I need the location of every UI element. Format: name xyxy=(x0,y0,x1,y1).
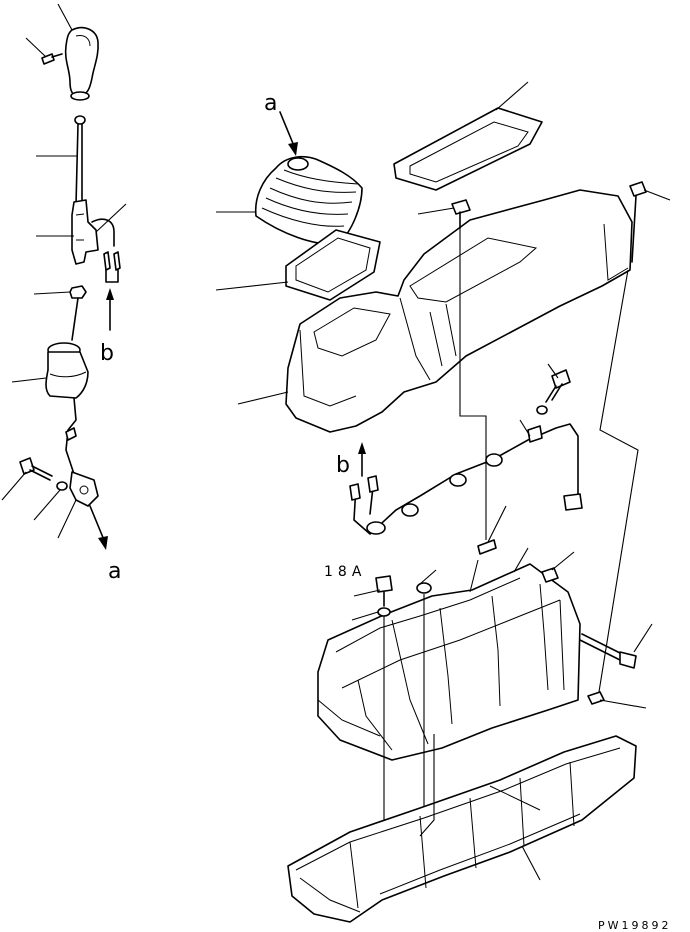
leader-linkage-washer xyxy=(33,489,61,521)
console-side-bolt xyxy=(629,181,647,263)
console-upper-bolt xyxy=(451,199,471,229)
linkage-washer xyxy=(56,481,68,491)
leader-frame-bolt-right xyxy=(633,623,653,653)
frame-clip-right xyxy=(587,691,605,705)
leader-base-frame xyxy=(513,547,529,573)
console-upper xyxy=(285,189,633,433)
console-bottom-cover xyxy=(287,735,637,923)
leader-lever-boot xyxy=(11,377,47,383)
leader-upper-bolt xyxy=(417,207,455,215)
frame-bolt-right xyxy=(579,633,637,669)
console-lid xyxy=(393,107,543,191)
frame-nut xyxy=(541,567,559,583)
leader-upper-bolt-path xyxy=(459,228,487,540)
leader-side-bolt xyxy=(643,189,671,201)
leader-wire-harness xyxy=(519,419,531,437)
leader-bottom-cover-path xyxy=(419,734,435,837)
fuse-rating-label: 18A xyxy=(324,564,366,580)
leader-clip xyxy=(487,505,507,543)
leader-knob-screw xyxy=(25,37,47,58)
leader-frame-nut xyxy=(551,551,575,571)
boot-frame xyxy=(285,229,381,301)
lever-nut xyxy=(69,285,87,299)
ref-label-a-top: a xyxy=(264,91,277,116)
leader-console-lid xyxy=(495,81,529,111)
linkage-bolt xyxy=(19,457,53,481)
leader-console-upper xyxy=(237,391,289,405)
leader-frame-bolt xyxy=(353,589,381,597)
leader-knob xyxy=(57,3,73,31)
leader-boot-frame xyxy=(215,281,289,291)
leader-lever-switch xyxy=(95,203,127,233)
shift-boot xyxy=(254,155,363,245)
leader-bottom-cover xyxy=(521,845,541,881)
leader-harness-bolt xyxy=(547,363,559,379)
leader-lever-nut xyxy=(33,291,71,295)
ref-label-a-bottom: a xyxy=(108,559,121,584)
ref-arrow-b-left xyxy=(106,288,114,331)
leader-frame-clip xyxy=(599,699,647,709)
ref-label-b-left: b xyxy=(100,341,114,366)
frame-grommet xyxy=(416,582,432,594)
leader-side-bolt-path xyxy=(597,269,639,699)
console-base-frame xyxy=(317,559,581,761)
knob-screw xyxy=(41,53,63,65)
lever-linkage xyxy=(65,397,99,507)
leader-frame-grommet xyxy=(419,569,437,585)
leader-linkage-arm xyxy=(57,499,77,539)
ref-arrow-a-top xyxy=(279,111,298,156)
harness-bolt xyxy=(536,369,571,415)
leader-linkage-bolt xyxy=(1,471,27,501)
lever-boot xyxy=(45,297,89,399)
lever-rod xyxy=(71,115,121,283)
leader-frame-washer xyxy=(351,611,379,621)
ref-label-b-center: b xyxy=(336,453,350,478)
ref-arrow-b-center xyxy=(358,442,366,477)
lever-knob xyxy=(64,26,99,101)
clip xyxy=(477,539,497,555)
ref-arrow-a-bottom xyxy=(89,505,108,550)
wire-harness xyxy=(349,423,583,535)
drawing-code: PW19892 xyxy=(598,919,672,932)
frame-bolt-left xyxy=(375,575,393,617)
